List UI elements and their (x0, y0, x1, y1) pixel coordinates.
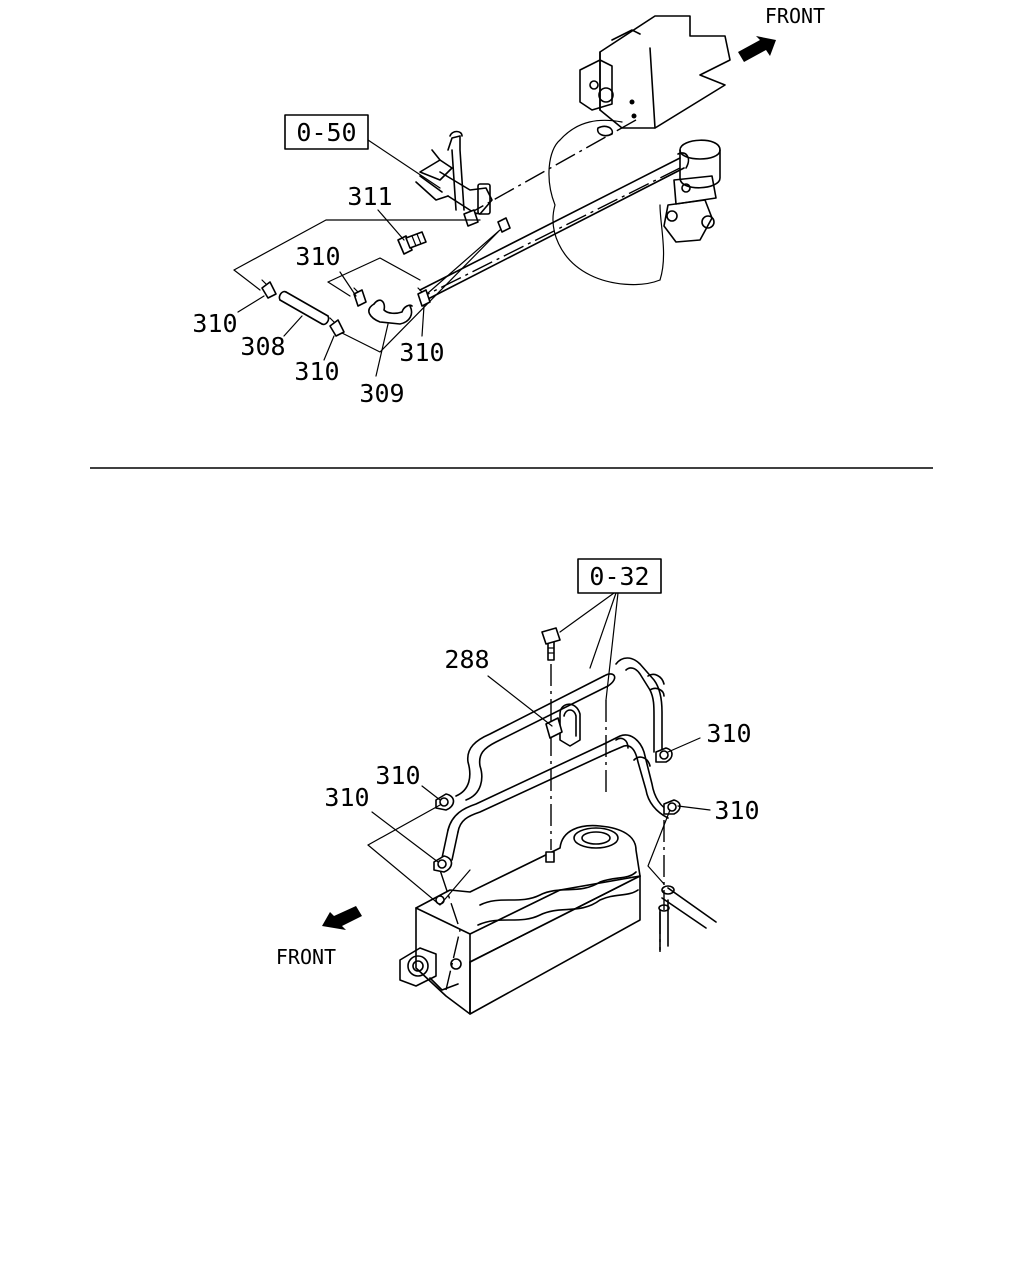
callout-310-upper-right: 310 (706, 719, 751, 748)
bottom-frame-lower (367, 844, 471, 906)
top-valve-assembly (663, 139, 721, 243)
bottom-hose-right (615, 657, 665, 753)
leader-310-right (421, 305, 425, 337)
clip-bottom-lower-right (663, 799, 681, 815)
bottom-guide-left (439, 869, 461, 991)
top-diagram: 0-50 311 (192, 4, 825, 408)
leader-310-left (371, 811, 439, 863)
top-engine-head (579, 15, 731, 129)
bottom-front-label: FRONT (276, 945, 336, 969)
callout-310-lower: 310 (294, 357, 339, 386)
bottom-bolt (541, 627, 561, 661)
top-front-arrow-icon (738, 36, 776, 62)
clip-top-left (261, 279, 277, 299)
callout-310-lower-right: 310 (714, 796, 759, 825)
leader-310-lower-right (677, 805, 711, 811)
top-frame-pipe (419, 229, 501, 301)
top-frame-mid (327, 257, 421, 283)
leader-308 (283, 315, 303, 337)
bottom-diagram: 0-32 288 310 310 310 310 FRONT (276, 558, 760, 1015)
bottom-pipe-right (658, 820, 717, 952)
top-guide-lower (419, 167, 681, 299)
clip-top-right (417, 287, 431, 307)
top-frame-left (233, 269, 261, 291)
top-guide-upper (471, 119, 637, 213)
clip-top-mid (353, 287, 367, 307)
callout-310-mid-left: 310 (375, 761, 420, 790)
leader-309 (375, 323, 389, 377)
bottom-hose-lower-left (441, 743, 611, 861)
leader-310-left (237, 295, 265, 313)
bottom-engine-cover (399, 824, 641, 1015)
bolt-311 (397, 231, 427, 255)
leader-310-mid-left (421, 785, 441, 801)
leader-310-upper-right (667, 737, 701, 753)
hose-309 (368, 299, 413, 325)
top-frame-upper (233, 219, 481, 271)
clip-bottom-upper-right (655, 747, 673, 763)
bottom-hose-left (455, 673, 616, 801)
callout-309: 309 (359, 379, 404, 408)
bottom-frame-right (647, 809, 671, 885)
top-front-label: FRONT (765, 4, 825, 28)
callout-310-left: 310 (324, 783, 369, 812)
ref-box-0-50-label: 0-50 (296, 118, 356, 147)
bottom-frame-upper (367, 804, 441, 846)
bottom-hose-mid (603, 734, 673, 819)
top-frame-mid2 (327, 281, 351, 297)
leader-310-lower (323, 335, 335, 361)
ref-box-0-32-label: 0-32 (589, 562, 649, 591)
callout-310-upper: 310 (295, 242, 340, 271)
bottom-front-arrow-icon (322, 906, 362, 930)
leader-288 (487, 675, 553, 727)
callout-311: 311 (347, 182, 392, 211)
callout-288: 288 (444, 645, 489, 674)
clip-bottom-mid-left (435, 793, 455, 811)
ref-box-0-32: 0-32 (559, 558, 662, 701)
leader-310-upper (339, 271, 357, 297)
top-engine-block (548, 119, 665, 286)
bracket-288 (545, 703, 581, 747)
hose-308 (278, 290, 330, 326)
callout-308: 308 (240, 332, 285, 361)
callout-310-left: 310 (192, 309, 237, 338)
top-bracket-assembly (415, 130, 511, 233)
clip-bottom-left (433, 855, 453, 873)
top-frame-lower (335, 231, 499, 353)
clip-top-lower (329, 317, 345, 337)
leader-311 (377, 209, 405, 241)
ref-box-0-50: 0-50 (284, 114, 441, 189)
callout-310-right: 310 (399, 338, 444, 367)
